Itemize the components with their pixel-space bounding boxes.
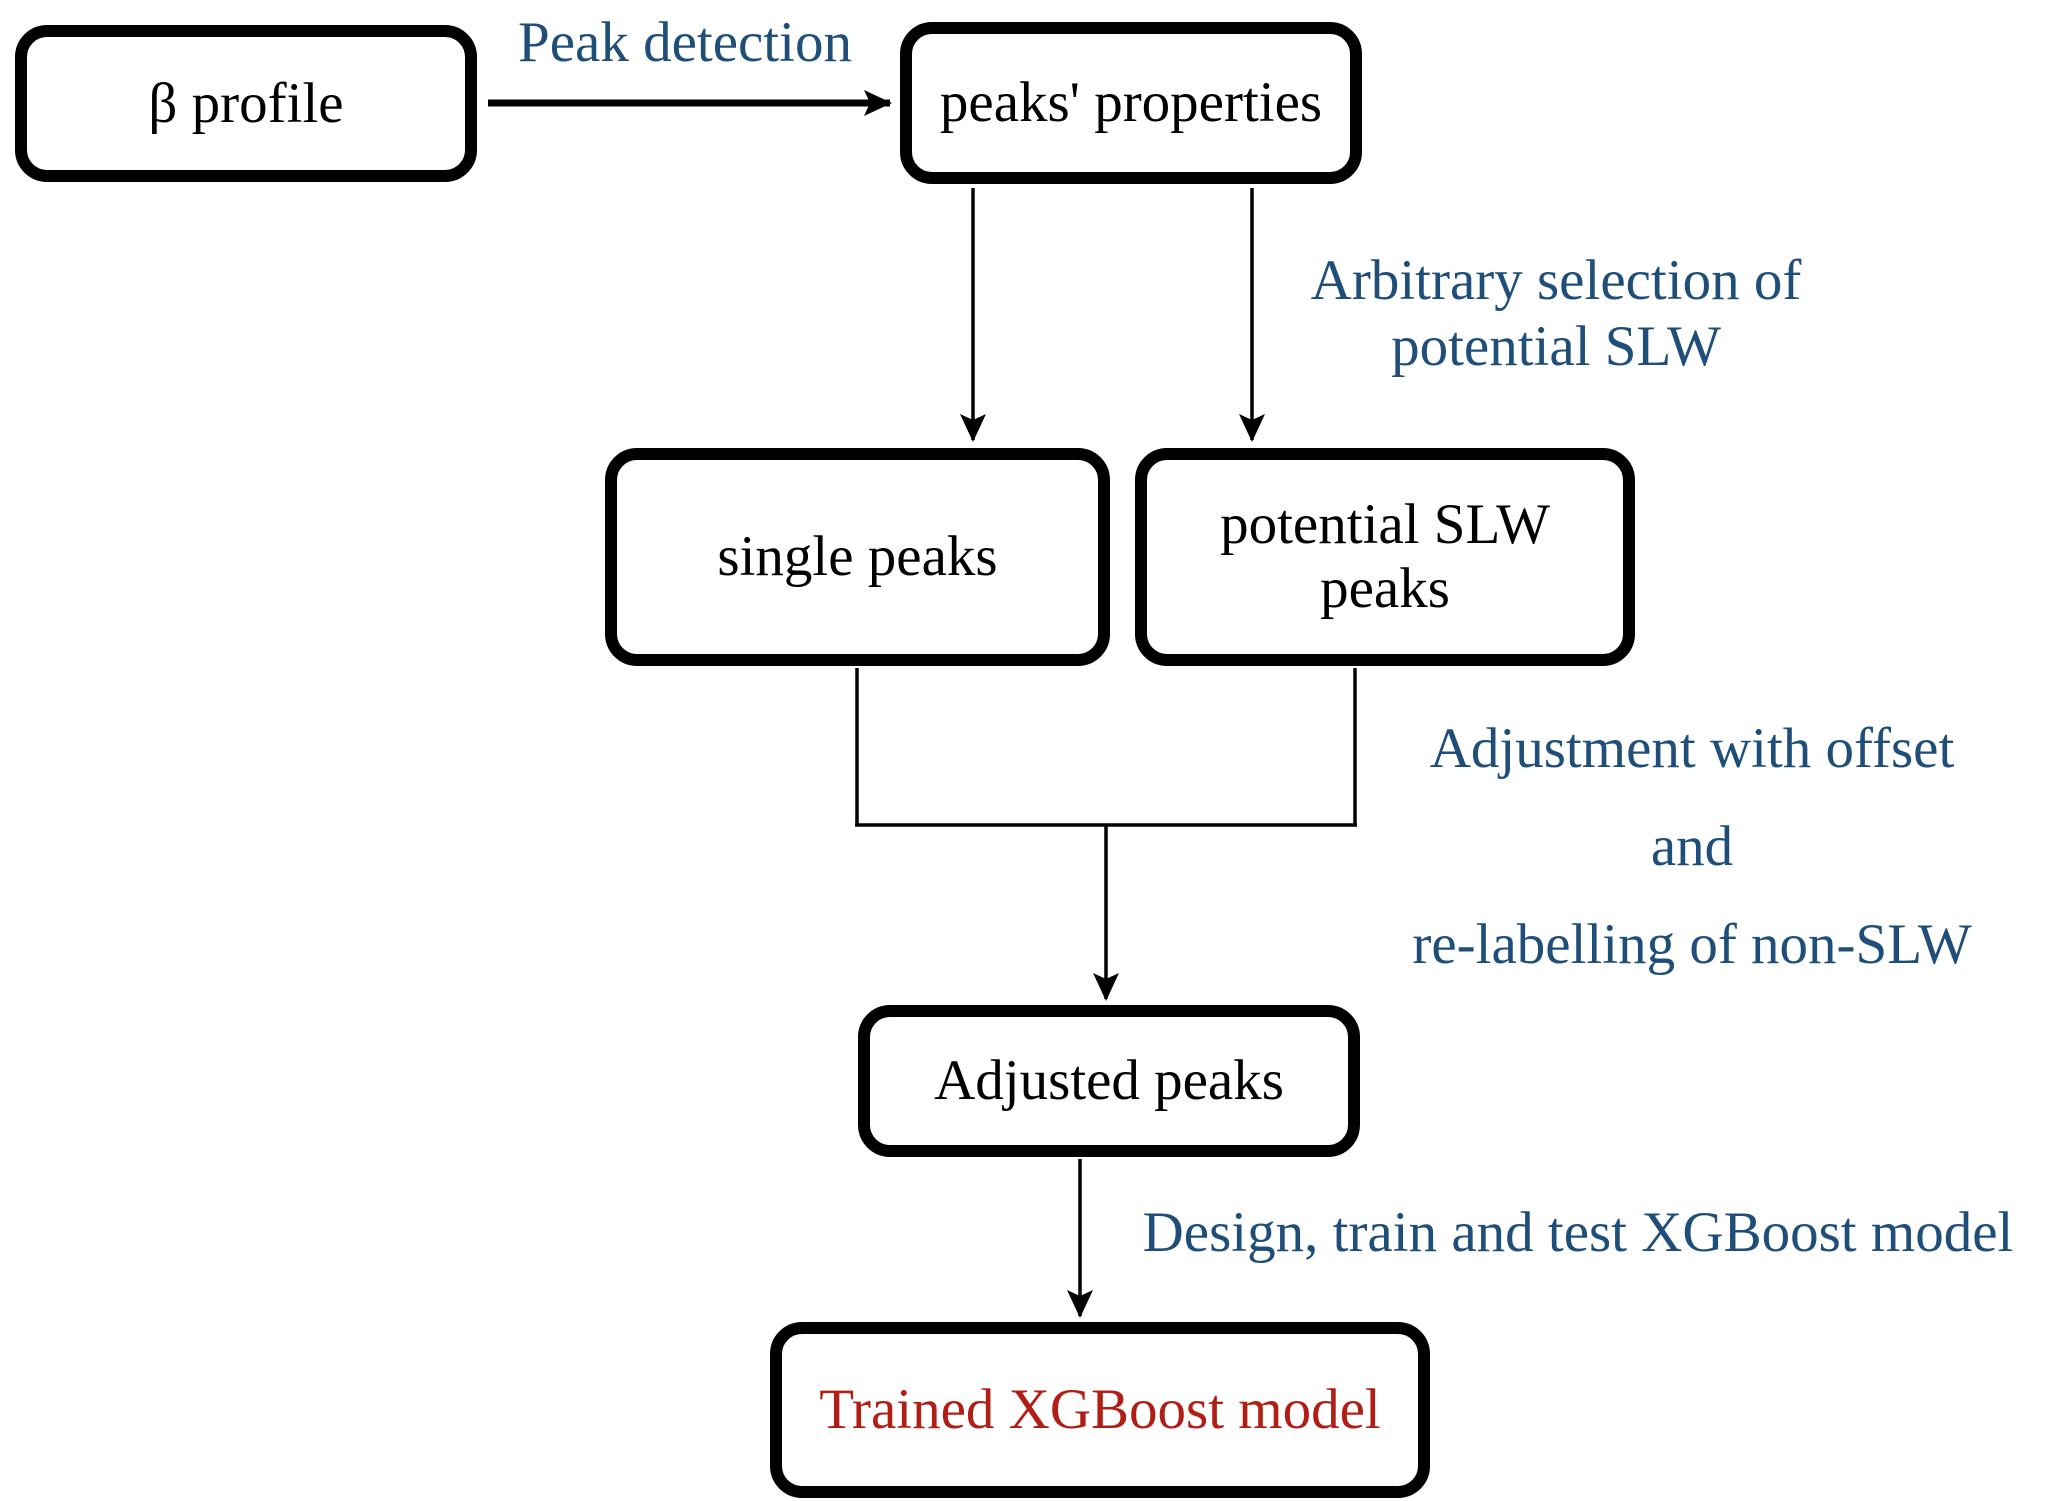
edge-label-arbitrary-line1: Arbitrary selection of	[1310, 249, 1802, 312]
node-beta-profile-label: β profile	[148, 71, 344, 135]
edge-label-adjust-line2: and	[1650, 815, 1734, 879]
edge-label-adjust-line3: re-labelling of non-SLW	[1412, 913, 1972, 977]
node-adjusted-peaks: Adjusted peaks	[858, 1005, 1360, 1157]
node-beta-profile: β profile	[15, 25, 477, 182]
node-potential-slw-label-line1: potential SLW	[1220, 493, 1550, 557]
edge-label-arbitrary-selection: Arbitrary selection of potential SLW	[1311, 248, 1802, 380]
edge-label-design-train-test: Design, train and test XGBoost model	[1142, 1201, 2014, 1264]
node-peaks-properties-label: peaks' properties	[939, 71, 1323, 135]
edge-label-adjustment: Adjustment with offset and re-labelling …	[1412, 700, 1971, 994]
node-single-peaks: single peaks	[605, 448, 1110, 666]
edge-label-arbitrary-line2: potential SLW	[1391, 315, 1721, 379]
node-trained-xgboost-model: Trained XGBoost model	[770, 1322, 1430, 1498]
node-adjusted-peaks-label: Adjusted peaks	[934, 1049, 1284, 1113]
edge-label-adjust-line1: Adjustment with offset	[1429, 717, 1955, 780]
node-single-peaks-label: single peaks	[717, 525, 998, 589]
edge-label-peak-detection: Peak detection	[518, 11, 852, 74]
node-potential-slw-peaks: potential SLW peaks	[1135, 448, 1635, 666]
node-trained-xgboost-model-label: Trained XGBoost model	[819, 1378, 1381, 1442]
node-peaks-properties: peaks' properties	[900, 22, 1362, 184]
node-potential-slw-label-line2: peaks	[1320, 557, 1450, 620]
